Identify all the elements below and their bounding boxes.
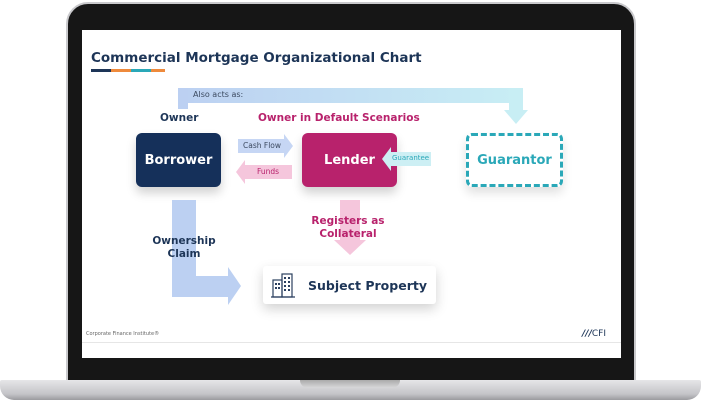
subject-property-label: Subject Property xyxy=(308,277,427,293)
ownership-claim-arrow xyxy=(172,200,196,297)
cfi-logo-text: CFI xyxy=(591,329,606,339)
laptop-base xyxy=(0,380,701,400)
arrow-head xyxy=(504,110,528,124)
slide: Commercial Mortgage Organizational Chart… xyxy=(82,30,621,358)
laptop-notch xyxy=(300,380,400,388)
ownership-claim-label: Ownership Claim xyxy=(148,235,220,261)
title-underline xyxy=(91,69,111,72)
guarantee-label: Guarantee xyxy=(392,154,430,162)
collateral-arrow xyxy=(340,200,360,240)
funds-arrow xyxy=(245,165,292,179)
also-acts-as-arrow xyxy=(178,88,523,103)
borrower-node: Borrower xyxy=(136,133,221,187)
cash-flow-arrow xyxy=(238,139,284,153)
arrow-head xyxy=(284,134,293,158)
ownership-line2: Claim xyxy=(167,248,201,260)
title-underline xyxy=(151,69,165,72)
registers-line2: Collateral xyxy=(319,228,377,240)
arrow-shaft xyxy=(196,276,228,297)
arrow-stub xyxy=(178,88,188,109)
cash-flow-label: Cash Flow xyxy=(243,141,281,150)
lender-node: Lender xyxy=(302,133,397,187)
collateral-label: Registers as Collateral xyxy=(308,215,388,241)
subject-property-node: Subject Property xyxy=(263,266,436,304)
owner-default-label: Owner in Default Scenarios xyxy=(258,112,420,124)
guarantee-arrow xyxy=(391,152,431,166)
footer-credit: Corporate Finance Institute® xyxy=(86,331,160,337)
also-acts-as-label: Also acts as: xyxy=(193,90,244,99)
cfi-logo: ///CFI xyxy=(582,329,606,339)
arrow-head xyxy=(382,147,391,171)
arrow-shaft xyxy=(509,88,523,110)
arrow-head xyxy=(236,160,245,184)
slide-title: Commercial Mortgage Organizational Chart xyxy=(91,50,422,66)
guarantor-node: Guarantor xyxy=(466,133,563,187)
arrow-head xyxy=(334,240,366,255)
arrow-head xyxy=(228,267,241,305)
title-underline xyxy=(111,69,131,72)
ownership-line1: Ownership xyxy=(152,235,216,247)
owner-label: Owner xyxy=(160,112,199,124)
footer-divider xyxy=(82,342,621,343)
building-icon xyxy=(271,273,295,298)
funds-label: Funds xyxy=(257,167,280,176)
title-underline xyxy=(131,69,151,72)
registers-line1: Registers as xyxy=(311,215,385,227)
